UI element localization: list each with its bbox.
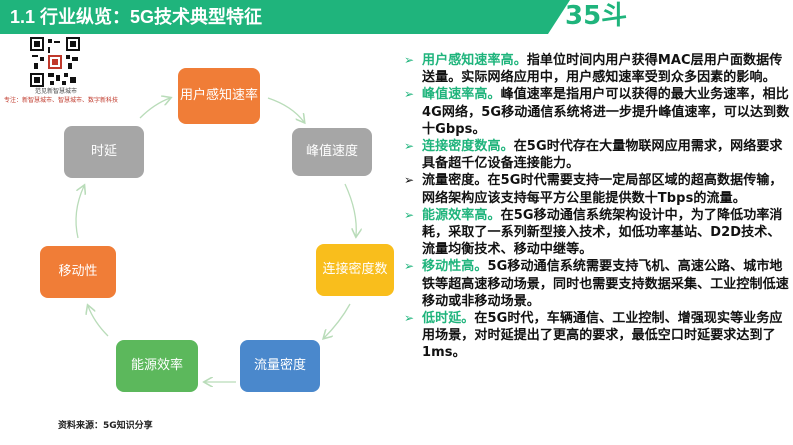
arrow-bullet-icon: ➢: [404, 311, 415, 326]
qr-code-icon: [30, 37, 80, 87]
qr-tagline: 专注：新智慧城市、智慧城市、数字新科技: [4, 97, 119, 104]
feature-title: 峰值速率高。: [422, 87, 501, 103]
arrow-mob-to-lat: [75, 186, 84, 239]
feature-item-peak-rate: ➢ 峰值速率高。峰值速率是指用户可以获得的最大业务速率，相比4G网络，5G移动通信…: [402, 86, 790, 138]
arrow-lat-to-user: [139, 98, 170, 119]
feature-text: 在5G移动通信系统架构设计中，为了降低功率消耗，采取了一系列新型接入技术，如低功…: [422, 207, 783, 258]
qr-code-block: 范见新智慧城市 专注：新智慧城市、智慧城市、数字新科技: [4, 37, 118, 107]
source-note: 资料来源：5G知识分享: [58, 421, 153, 431]
feature-text: 指单位时间内用户获得MAC层用户面数据传送量。实际网络应用中，用户感知速率受到众…: [422, 53, 783, 86]
arrow-user-to-peak: [267, 97, 304, 122]
feature-text: 5G移动通信系统需要支持飞机、高速公路、城市地铁等超高速移动场景，同时也需要支持…: [422, 259, 789, 309]
feature-title: 移动性高。: [422, 259, 488, 275]
feature-text: 在5G时代，车辆通信、工业控制、增强现实等业务应用场景，对时延提出了更高的要求，…: [422, 311, 783, 361]
feature-title: 低时延。: [422, 311, 475, 327]
feature-list: ➢ 用户感知速率高。指单位时间内用户获得MAC层用户面数据传送量。实际网络应用中，…: [402, 52, 790, 362]
feature-item-latency: ➢ 低时延。在5G时代，车辆通信、工业控制、增强现实等业务应用场景，对时延提出了更…: [402, 310, 790, 362]
feature-text: 在5G时代存在大量物联网应用需求，网络要求具备超千亿设备连接能力。: [422, 139, 783, 172]
arrow-bullet-icon: ➢: [404, 259, 415, 274]
feature-text: 在5G时代需要支持一定局部区域的超高数据传输，网络架构应该支持每平方公里能提供数…: [422, 173, 783, 206]
arrow-bullet-icon: ➢: [404, 53, 415, 67]
arrow-bullet-icon: ➢: [404, 207, 415, 222]
logo-background: [548, 0, 793, 34]
feature-item-mobility: ➢ 移动性高。5G移动通信系统需要支持飞机、高速公路、城市地铁等超高速移动场景，同…: [402, 258, 790, 310]
arrow-energy-to-mob: [88, 306, 109, 337]
arrow-bullet-icon: ➢: [404, 173, 415, 188]
feature-item-user-rate: ➢ 用户感知速率高。指单位时间内用户获得MAC层用户面数据传送量。实际网络应用中，…: [402, 52, 790, 86]
qr-caption: 范见新智慧城市: [34, 88, 77, 95]
feature-text: 峰值速率是指用户可以获得的最大业务速率，相比4G网络，5G移动通信系统将进一步提…: [422, 87, 790, 137]
cycle-box-peak-rate: 峰值速度: [292, 128, 372, 176]
feature-title: 能源效率高。: [422, 207, 501, 223]
cycle-box-latency: 时延: [64, 126, 144, 178]
cycle-box-flow-density: 流量密度: [240, 340, 320, 392]
feature-item-energy: ➢ 能源效率高。在5G移动通信系统架构设计中，为了降低功率消耗，采取了一系列新型接…: [402, 207, 790, 259]
feature-title: 流量密度。: [422, 173, 488, 189]
cycle-box-user-rate: 用户感知速率: [178, 68, 260, 124]
cycle-box-mobility: 移动性: [40, 246, 116, 298]
feature-title: 用户感知速率高。: [422, 53, 527, 68]
feature-item-flow-density: ➢ 流量密度。在5G时代需要支持一定局部区域的超高数据传输，网络架构应该支持每平方…: [402, 172, 790, 206]
cycle-arrows: [75, 0, 400, 445]
arrow-bullet-icon: ➢: [404, 139, 415, 154]
cycle-box-energy: 能源效率: [116, 340, 198, 392]
feature-item-conn-density: ➢ 连接密度数高。在5G时代存在大量物联网应用需求，网络要求具备超千亿设备连接能力…: [402, 138, 790, 172]
brand-logo: 35斗: [565, 1, 628, 31]
arrow-peak-to-conn: [344, 183, 356, 236]
arrow-conn-to-flow: [324, 303, 351, 338]
cycle-box-conn-density: 连接密度数: [316, 244, 394, 296]
page-title: 1.1 行业纵览：5G技术典型特征: [10, 7, 263, 27]
arrow-bullet-icon: ➢: [404, 87, 415, 102]
feature-title: 连接密度数高。: [422, 139, 514, 155]
